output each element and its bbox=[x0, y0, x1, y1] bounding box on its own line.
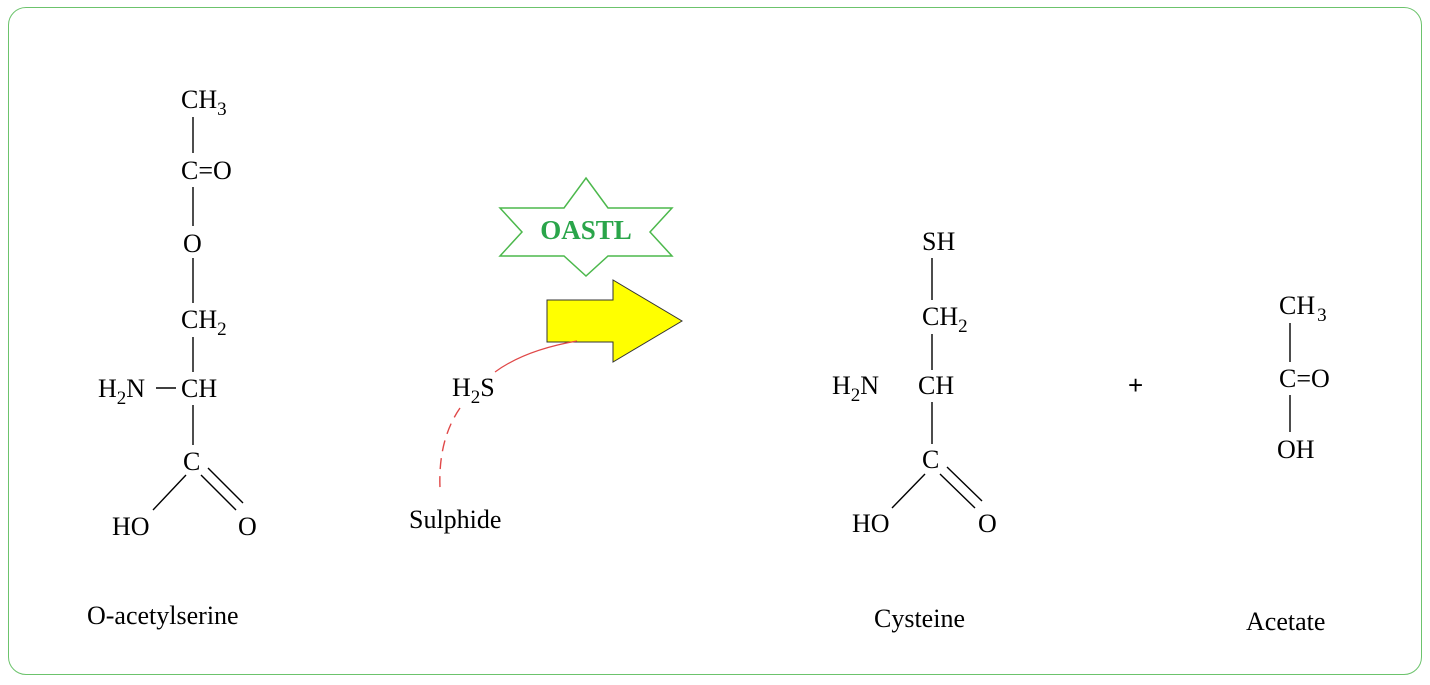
enzyme-badge: OASTL bbox=[498, 176, 674, 278]
oas-amino-group: H2N bbox=[98, 374, 145, 409]
oas-alpha-carbon: CH bbox=[181, 374, 217, 403]
oas-hydroxyl: HO bbox=[112, 512, 150, 541]
cys-thiol-group: SH bbox=[922, 227, 955, 256]
o-acetylserine-structure: CH3 C=O O CH2 H2N CH C HO O bbox=[98, 85, 257, 541]
oas-carbonyl-group: C=O bbox=[181, 156, 232, 185]
star-shape bbox=[498, 176, 674, 278]
cysteine-structure: SH CH2 H2N CH C HO O bbox=[832, 227, 997, 538]
enzyme-label: OASTL bbox=[540, 215, 632, 245]
sulphide-entry-curve bbox=[494, 340, 578, 373]
acetate-hydroxyl: OH bbox=[1277, 435, 1315, 464]
cys-oxo-oxygen: O bbox=[978, 509, 997, 538]
oas-bond-oh bbox=[152, 474, 187, 511]
sulphide-label: Sulphide bbox=[409, 505, 501, 534]
oas-carboxyl-carbon: C bbox=[183, 447, 200, 476]
cys-amino-group: H2N bbox=[832, 371, 879, 406]
cysteine-label: Cysteine bbox=[874, 604, 965, 633]
reaction-arrow bbox=[546, 279, 683, 363]
oas-ester-oxygen: O bbox=[183, 229, 202, 258]
oas-oxo-oxygen: O bbox=[238, 512, 257, 541]
diagram-frame bbox=[8, 7, 1422, 675]
cys-methylene-group: CH2 bbox=[922, 302, 968, 337]
acetate-carbonyl-group: C=O bbox=[1279, 364, 1330, 393]
cys-alpha-carbon: CH bbox=[918, 371, 954, 400]
cys-hydroxyl: HO bbox=[852, 509, 890, 538]
sulphide-dashed-curve bbox=[439, 407, 461, 489]
oas-bond-oxo-b bbox=[207, 467, 244, 504]
oas-methylene-group: CH2 bbox=[181, 305, 227, 340]
oas-methyl-group: CH3 bbox=[181, 85, 227, 120]
oas-bond-oxo-a bbox=[200, 474, 237, 511]
cys-bond-oxo-a bbox=[939, 473, 976, 509]
cys-bond-oxo-b bbox=[946, 466, 983, 502]
cys-bond-oh bbox=[891, 473, 926, 509]
cys-carboxyl-carbon: C bbox=[922, 445, 939, 474]
hydrogen-sulfide-formula: H2S bbox=[452, 373, 495, 408]
acetate-label: Acetate bbox=[1246, 607, 1325, 636]
o-acetylserine-label: O-acetylserine bbox=[87, 601, 239, 630]
plus-sign: + bbox=[1128, 370, 1143, 400]
